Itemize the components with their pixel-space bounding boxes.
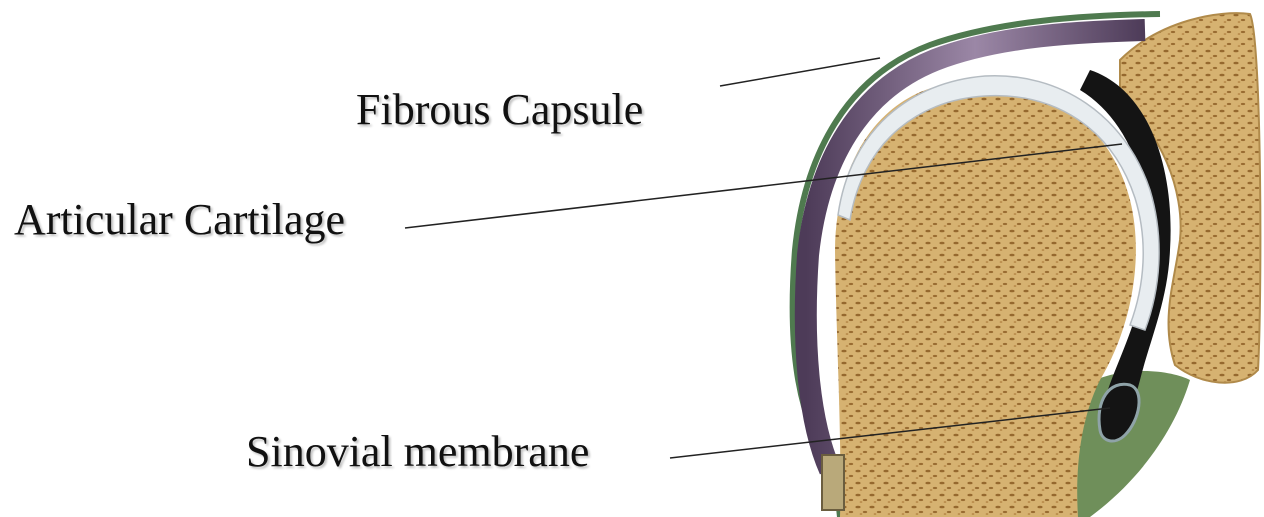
- label-articular-cartilage: Articular Cartilage: [14, 198, 345, 242]
- label-fibrous-capsule: Fibrous Capsule: [356, 88, 643, 132]
- leader-line-fibrous: [720, 58, 880, 86]
- label-sinovial-membrane: Sinovial membrane: [246, 430, 589, 474]
- capsule-stump: [822, 455, 844, 510]
